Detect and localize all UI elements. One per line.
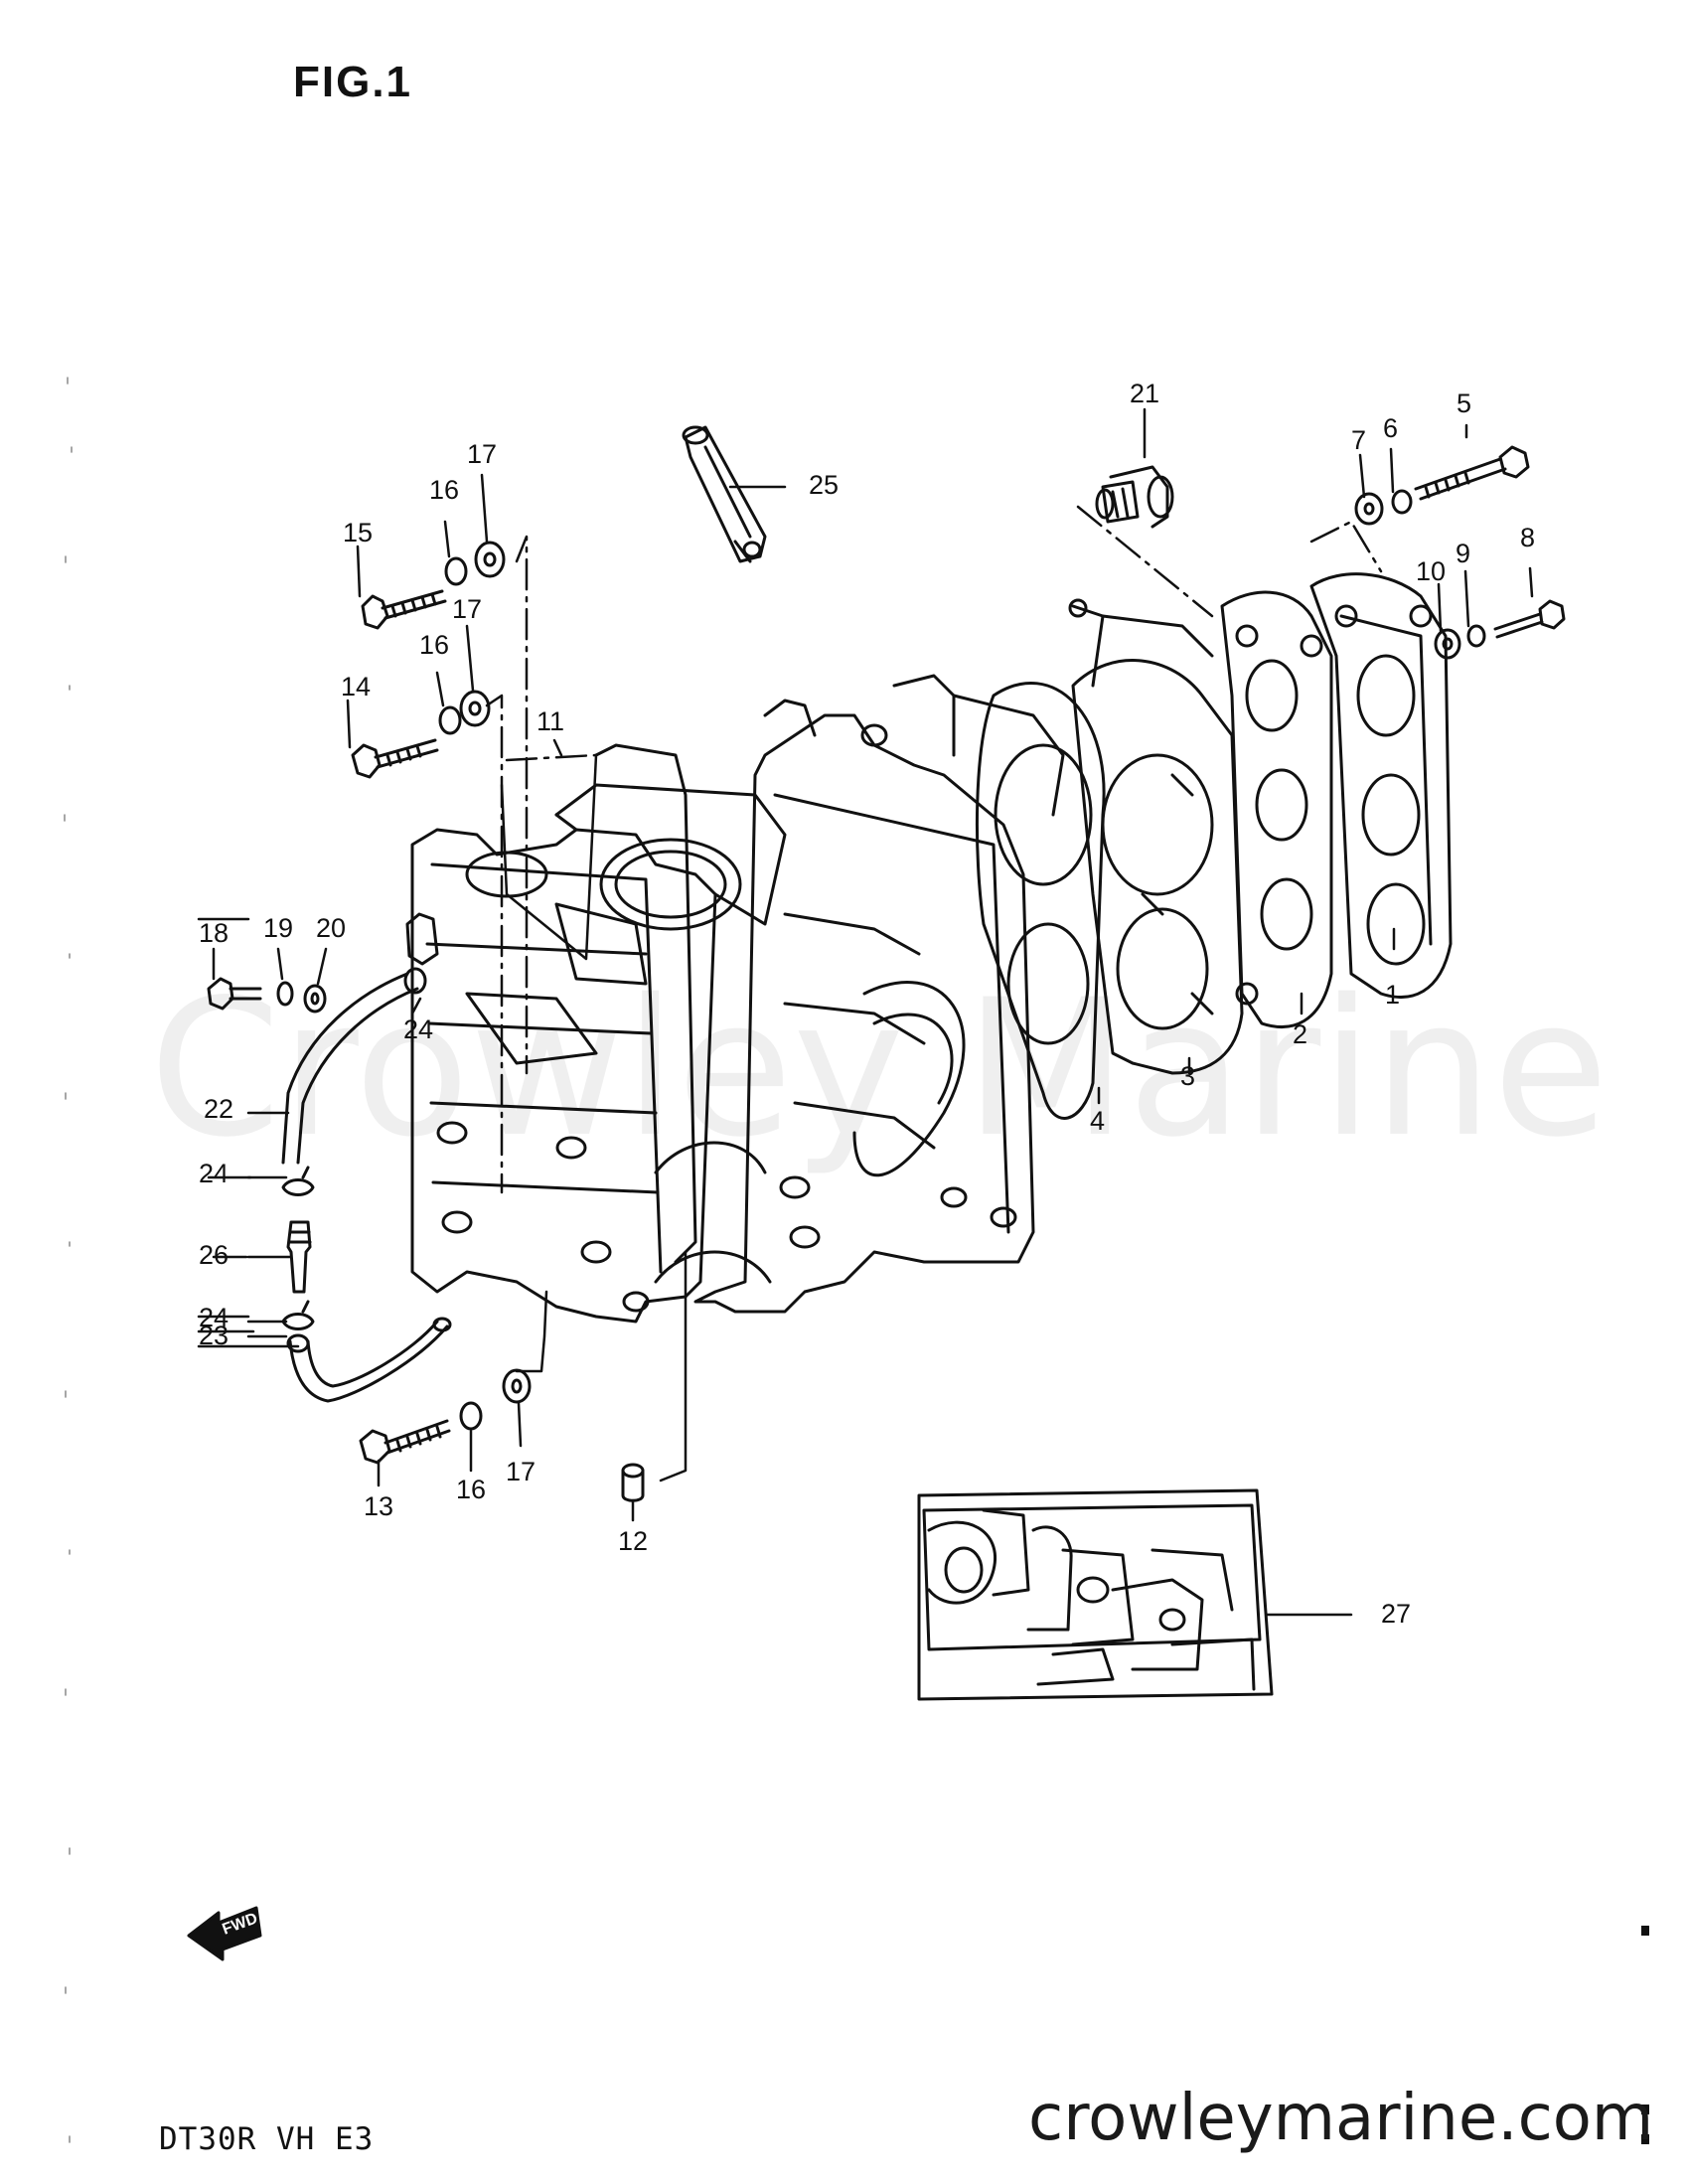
figure-title: FIG.1 — [293, 58, 413, 106]
bolt-13 — [359, 1419, 451, 1465]
dowel-12 — [621, 1463, 645, 1502]
clip-24-mid — [281, 1166, 315, 1196]
callout-21: 21 — [1130, 379, 1159, 408]
callout-22: 22 — [204, 1094, 233, 1124]
bracket-11 — [500, 753, 598, 961]
clip-24-lower — [281, 1300, 315, 1330]
registration-mark-3 — [1641, 2134, 1649, 2144]
callout-14: 14 — [341, 672, 371, 702]
callout-12: 12 — [618, 1526, 648, 1556]
lock-washer-16-b — [438, 705, 462, 735]
callout-7: 7 — [1351, 425, 1366, 455]
callout-19: 19 — [263, 913, 293, 943]
washer-7 — [1354, 492, 1384, 526]
callout-24-mid: 24 — [199, 1159, 229, 1188]
callout-15: 15 — [343, 518, 373, 547]
callout-16-top: 16 — [429, 475, 459, 505]
callout-13: 13 — [364, 1491, 393, 1521]
gasket-set-27 — [917, 1488, 1274, 1701]
bolt-8 — [1493, 599, 1566, 639]
callout-10: 10 — [1416, 556, 1446, 586]
hose-23 — [286, 1317, 452, 1403]
fitting-18-19-20 — [207, 977, 327, 1014]
callout-16-bottom: 16 — [456, 1475, 486, 1504]
head-cover — [1309, 572, 1453, 999]
lock-washer-16-c — [459, 1401, 483, 1431]
pin-25 — [682, 425, 767, 563]
head-gasket — [1220, 590, 1333, 1028]
callout-labels: 1 2 3 4 5 6 7 8 9 10 11 12 13 14 15 16 1… — [199, 379, 1535, 1629]
bolt-15 — [361, 589, 447, 630]
callout-27: 27 — [1381, 1599, 1411, 1629]
washer-10 — [1434, 628, 1461, 660]
plug-21 — [1095, 465, 1174, 529]
callout-17-top: 17 — [467, 439, 497, 469]
website-footer[interactable]: crowleymarine.com — [1028, 2082, 1654, 2155]
lock-washer-16-a — [444, 556, 468, 586]
crankcase-block — [410, 674, 1065, 1324]
callout-9: 9 — [1456, 539, 1470, 568]
callout-20: 20 — [316, 913, 346, 943]
callout-24-top: 24 — [403, 1014, 433, 1044]
exhaust-cover — [594, 743, 697, 1264]
callout-17-mid: 17 — [452, 594, 482, 624]
forward-arrow-icon: FWD — [187, 1906, 262, 1961]
callout-4: 4 — [1090, 1106, 1105, 1136]
cylinder-gasket — [975, 682, 1106, 1120]
registration-mark-2 — [1641, 2105, 1649, 2114]
callout-1: 1 — [1385, 980, 1400, 1010]
washer-17-c — [502, 1368, 532, 1404]
callout-11: 11 — [537, 706, 564, 736]
callout-24-bottom: 24 — [199, 1303, 229, 1332]
callout-2: 2 — [1293, 1019, 1307, 1049]
hose-22 — [281, 972, 419, 1165]
model-code: DT30R VH E3 — [159, 2121, 375, 2157]
joint-26 — [286, 1220, 312, 1294]
bolt-5 — [1414, 445, 1530, 501]
callout-5: 5 — [1457, 389, 1471, 418]
guide-lines — [485, 505, 1383, 1194]
callout-18: 18 — [199, 918, 229, 948]
bolt-14 — [351, 738, 439, 779]
registration-mark-1 — [1641, 1926, 1649, 1936]
watermark: Crowley Marine — [149, 959, 1610, 1178]
callout-6: 6 — [1383, 413, 1398, 443]
callout-16-mid: 16 — [419, 630, 449, 660]
leader-lines — [197, 407, 1534, 1617]
callout-3: 3 — [1180, 1061, 1195, 1091]
callout-26: 26 — [199, 1240, 229, 1270]
callout-23: 23 — [199, 1321, 229, 1350]
lock-washer-9 — [1466, 624, 1486, 648]
lock-washer-6 — [1391, 489, 1413, 515]
washer-17-a — [474, 541, 506, 578]
callout-8: 8 — [1520, 523, 1535, 552]
cylinder-head — [1068, 598, 1244, 1075]
scan-artifacts — [64, 377, 73, 2143]
callout-17-bottom: 17 — [506, 1457, 536, 1486]
clip-24-upper — [403, 912, 439, 995]
washer-17-b — [459, 690, 491, 727]
callout-25: 25 — [809, 470, 839, 500]
